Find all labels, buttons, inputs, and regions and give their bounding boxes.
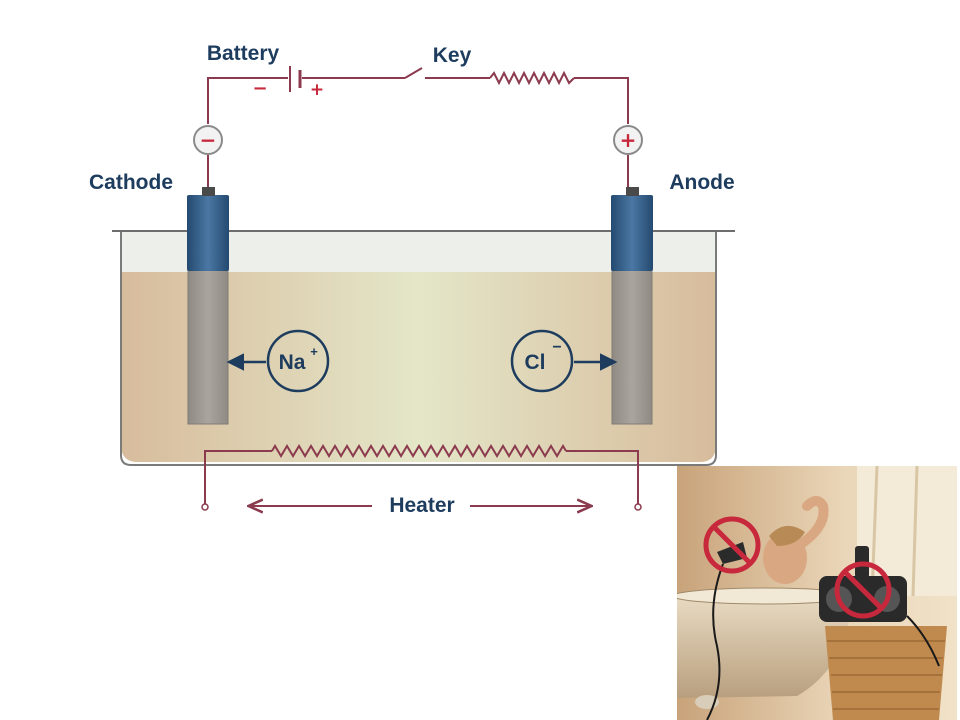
anode-electrode	[611, 187, 653, 425]
bathroom-safety-photo	[677, 466, 957, 720]
cathode-sign-circle	[193, 125, 223, 155]
heater-coil	[271, 444, 567, 458]
anode-cap	[611, 195, 653, 271]
bathtub	[677, 594, 852, 698]
wire-cathode-upper	[207, 77, 288, 124]
chloride-ion-circle	[510, 329, 574, 393]
curtain-fold	[870, 466, 879, 597]
curtain-fold	[911, 466, 919, 597]
key-label: Key	[433, 44, 472, 67]
anode-sign-circle	[613, 125, 643, 155]
wire-anode-upper	[574, 77, 629, 124]
cathode-electrode	[187, 187, 229, 425]
hair-dryer	[717, 542, 747, 564]
person-arm	[796, 496, 829, 549]
radio-cord	[906, 615, 940, 667]
sodium-ion: Na +	[226, 329, 330, 393]
chloride-ion-symbol: Cl	[525, 351, 546, 374]
heater-terminal-right	[634, 503, 642, 511]
cathode-cap	[187, 195, 229, 271]
heater-wire-right	[566, 450, 639, 505]
no-hair-dryer-icon	[703, 516, 761, 574]
cathode-label: Cathode	[89, 171, 173, 194]
person-hair	[769, 525, 805, 546]
person-head	[763, 532, 807, 584]
key-switch-blade	[404, 67, 423, 79]
anode-sign-text: +	[620, 128, 637, 152]
anode-terminal	[626, 187, 639, 196]
battery-label: Battery	[207, 42, 280, 65]
battery-positive-sign: +	[310, 80, 324, 100]
heater-terminal-left	[201, 503, 209, 511]
cathode-rod	[187, 269, 229, 425]
bathroom-scene	[677, 466, 957, 720]
anode-label: Anode	[669, 171, 734, 194]
heater-wire-left	[204, 450, 272, 505]
wicker-basket	[825, 626, 947, 720]
basket-weave	[827, 640, 945, 710]
hair-dryer-cord	[706, 563, 724, 720]
circuit: − + − +	[193, 66, 643, 187]
anode-rod	[611, 269, 653, 425]
molten-salt-liquid	[121, 272, 716, 462]
no-radio-icon	[834, 561, 892, 619]
resistor-zigzag	[489, 70, 575, 86]
chloride-ion: Cl −	[510, 329, 618, 393]
sodium-ion-symbol: Na	[279, 351, 306, 374]
cathode-terminal	[202, 187, 215, 196]
sodium-ion-charge: +	[310, 344, 318, 359]
chloride-ion-charge: −	[552, 339, 561, 356]
heater-label: Heater	[389, 494, 454, 517]
heater	[201, 444, 642, 511]
battery-negative-sign: −	[252, 78, 267, 99]
sodium-ion-circle	[266, 329, 330, 393]
cathode-sign-text: −	[200, 128, 217, 152]
tank-wall	[120, 232, 717, 466]
